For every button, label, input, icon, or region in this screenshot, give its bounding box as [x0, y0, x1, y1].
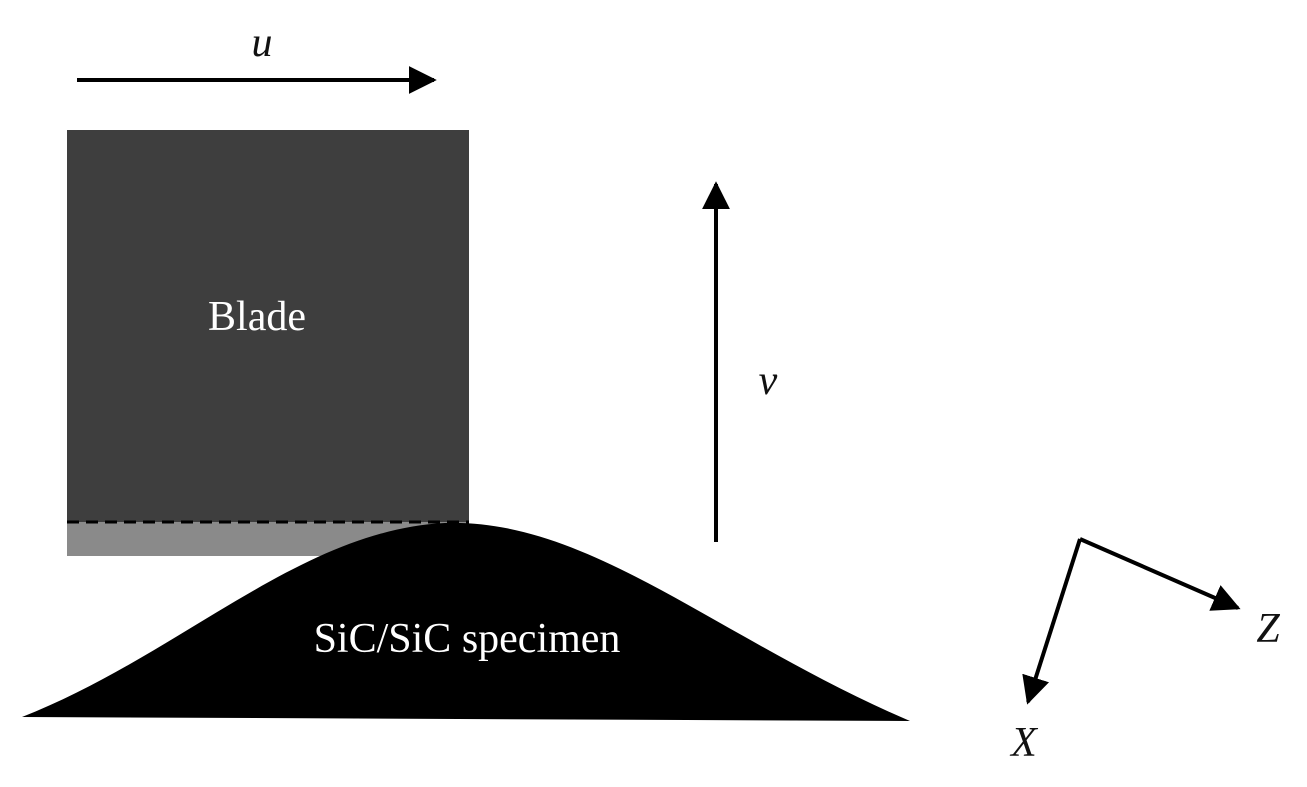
blade-label: Blade	[208, 294, 306, 340]
u-arrow-label: u	[252, 20, 273, 66]
z-axis-arrow	[1079, 537, 1241, 611]
x-axis-arrow	[1022, 538, 1082, 705]
specimen-label: SiC/SiC specimen	[314, 616, 621, 662]
v-arrow-label: v	[759, 358, 778, 404]
x-axis-label: X	[1009, 720, 1039, 766]
blade-body	[67, 130, 469, 522]
specimen-shape	[22, 522, 910, 721]
z-axis-label: Z	[1256, 606, 1280, 652]
